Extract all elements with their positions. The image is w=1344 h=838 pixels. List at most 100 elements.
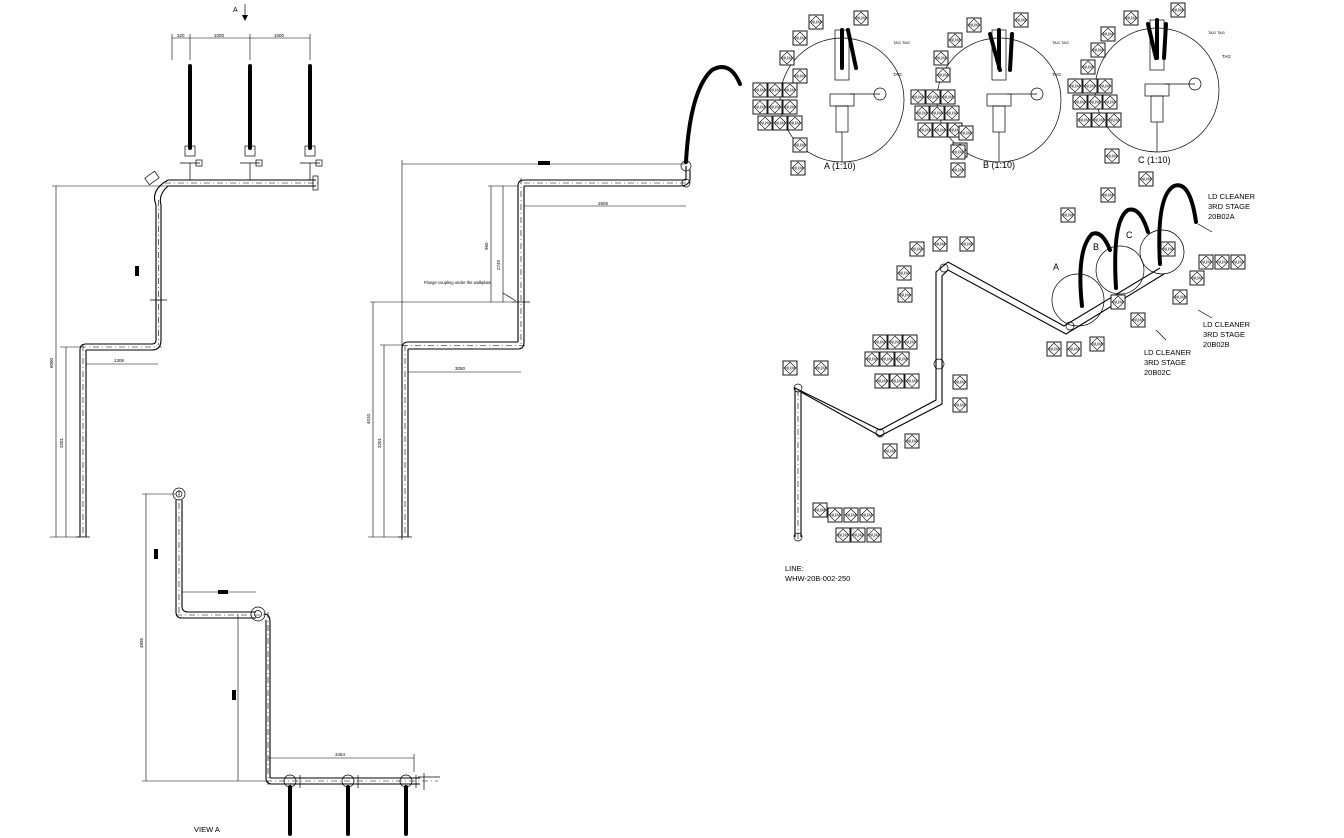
flange-note: Flange coupling under the walkplate (424, 280, 492, 285)
svg-text:20B02A: 20B02A (1208, 212, 1235, 221)
num-callout: NUM (757, 115, 773, 131)
num-callout: NUM (850, 527, 866, 543)
num-callout-text: NUM (1069, 347, 1079, 352)
num-callout: NUM (952, 397, 968, 413)
num-callout-text: NUM (875, 340, 885, 345)
svg-text:LD CLEANER: LD CLEANER (1144, 348, 1192, 357)
num-callout-text: NUM (961, 131, 971, 136)
num-callout: NUM (779, 50, 795, 66)
num-callout-text: NUM (816, 366, 826, 371)
num-callout: NUM (1189, 270, 1205, 286)
num-callout-text: NUM (815, 508, 825, 513)
num-callout: NUM (843, 507, 859, 523)
num-callout: NUM (933, 50, 949, 66)
detail-c-title: C (1:10) (1138, 155, 1171, 165)
num-callout-text: NUM (1233, 260, 1243, 265)
num-callout-text: NUM (1141, 177, 1151, 182)
num-callout: NUM (1067, 78, 1083, 94)
num-callout-text: NUM (1094, 118, 1104, 123)
dim-320: 320 (177, 33, 185, 38)
num-callout-text: NUM (1092, 342, 1102, 347)
num-callout: NUM (1198, 254, 1214, 270)
num-callout: NUM (1230, 254, 1246, 270)
tag-text-c: TAG (1222, 54, 1231, 59)
dim-3454: 3454 (335, 752, 346, 757)
num-callout: NUM (1066, 341, 1082, 357)
num-callout: NUM (1160, 241, 1176, 257)
view-a-title: VIEW A (194, 825, 220, 834)
num-callout: NUM (896, 265, 912, 281)
num-callout: NUM (1060, 207, 1076, 223)
num-callout: NUM (782, 99, 798, 115)
num-callout-text: NUM (1063, 213, 1073, 218)
num-callout: NUM (1123, 10, 1139, 26)
num-callout: NUM (864, 351, 880, 367)
num-callout: NUM (952, 374, 968, 390)
num-callout-text: NUM (1192, 276, 1202, 281)
num-callout: NUM (1076, 112, 1092, 128)
num-callout: NUM (1138, 171, 1154, 187)
num-callout-text: NUM (785, 366, 795, 371)
line-label-1: LINE: (785, 564, 804, 573)
num-callout: NUM (1013, 12, 1029, 28)
view-a: 4895 3454 VIEW A (139, 487, 440, 836)
num-callout-text: NUM (755, 105, 765, 110)
num-callout-text: NUM (1079, 118, 1089, 123)
dim-3201-b: 3201 (377, 437, 382, 448)
num-callout-text: NUM (1163, 247, 1173, 252)
dim-4010: 4010 (366, 413, 371, 424)
num-callout-text: NUM (882, 357, 892, 362)
cleaner-label-b: LD CLEANER 3RD STAGE 20B02B (1197, 309, 1251, 349)
num-callout-text: NUM (795, 74, 805, 79)
view-a-marker: A (233, 7, 238, 14)
num-callout-text: NUM (760, 121, 770, 126)
num-callout-text: NUM (1109, 118, 1119, 123)
num-callout-text: NUM (907, 439, 917, 444)
num-callout-text: NUM (770, 105, 780, 110)
num-callout-text: NUM (953, 150, 963, 155)
num-callout: NUM (1087, 94, 1103, 110)
num-callout: NUM (835, 527, 851, 543)
tag-label-c: TAG TAG (1208, 30, 1225, 35)
num-callout: NUM (1104, 148, 1120, 164)
num-callout-text: NUM (953, 168, 963, 173)
num-callout: NUM (782, 82, 798, 98)
num-callout-text: NUM (1103, 32, 1113, 37)
num-callout: NUM (1090, 42, 1106, 58)
num-callout-text: NUM (1113, 300, 1123, 305)
num-callout-text: NUM (877, 379, 887, 384)
num-callout-text: NUM (1090, 100, 1100, 105)
num-callout-text: NUM (862, 513, 872, 518)
num-callout: NUM (752, 99, 768, 115)
num-callout-text: NUM (899, 271, 909, 276)
num-callout-text: NUM (947, 111, 957, 116)
svg-text:3RD STAGE: 3RD STAGE (1203, 330, 1245, 339)
num-callout: NUM (812, 502, 828, 518)
num-callout-text: NUM (1093, 48, 1103, 53)
num-callout: NUM (1130, 312, 1146, 328)
detail-a-title: A (1:10) (824, 161, 856, 171)
num-callout-text: NUM (938, 73, 948, 78)
num-callout: NUM (959, 236, 975, 252)
num-callout: NUM (792, 30, 808, 46)
num-callout: NUM (752, 82, 768, 98)
num-callout-text: NUM (907, 379, 917, 384)
num-callout-text: NUM (935, 242, 945, 247)
num-callout-text: NUM (1016, 18, 1026, 23)
num-callout: NUM (1110, 294, 1126, 310)
num-callout: NUM (887, 334, 903, 350)
num-callout: NUM (1106, 112, 1122, 128)
svg-text:LD CLEANER: LD CLEANER (1203, 320, 1251, 329)
dim-1000-a: 1000 (214, 33, 225, 38)
num-callout: NUM (1089, 336, 1105, 352)
num-callout-text: NUM (955, 380, 965, 385)
num-callout: NUM (950, 144, 966, 160)
num-callout: NUM (1172, 289, 1188, 305)
num-callout-text: NUM (932, 111, 942, 116)
dim-2749: 2749 (496, 259, 501, 270)
dim-4895: 4895 (139, 637, 144, 648)
num-callout: NUM (904, 373, 920, 389)
num-callout: NUM (787, 115, 803, 131)
num-callout-text: NUM (846, 513, 856, 518)
